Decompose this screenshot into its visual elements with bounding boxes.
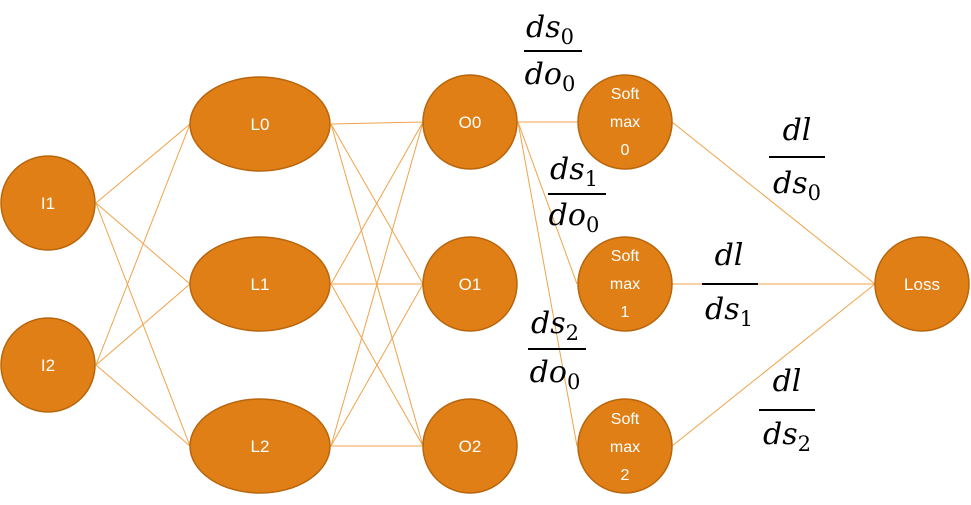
node-l2 [189, 398, 331, 494]
label-softmax1-line1: Soft [611, 248, 640, 265]
node-labels: I1 I2 L0 L1 L2 O0 O1 O2 Loss Soft max 0 … [41, 86, 940, 484]
edge-i1-l0 [95, 123, 191, 204]
derivative-labels: ds0 do0 ds1 do0 ds2 do0 dl ds0 dl ds1 [524, 10, 825, 456]
label-l0: L0 [251, 115, 270, 134]
svg-text:ds2: ds2 [531, 306, 579, 345]
label-o1: O1 [459, 275, 482, 294]
label-softmax0-line3: 0 [621, 142, 630, 159]
nodes [0, 74, 970, 494]
fraction-dl-ds1: dl ds1 [702, 238, 758, 331]
label-i1: I1 [41, 194, 55, 213]
edge-o0-s1 [517, 121, 578, 285]
node-softmax1 [577, 236, 673, 332]
svg-text:ds1: ds1 [705, 292, 753, 331]
svg-text:do0: do0 [549, 198, 600, 237]
svg-text:do0: do0 [525, 57, 576, 96]
label-o0: O0 [459, 113, 482, 132]
edge-s2-loss [671, 283, 876, 447]
svg-text:ds2: ds2 [763, 417, 811, 456]
svg-text:dl: dl [715, 238, 744, 273]
edge-i2-l0 [95, 123, 191, 366]
edge-l2-o0 [330, 121, 424, 447]
edge-s0-loss [671, 121, 876, 285]
label-softmax1-line2: max [610, 276, 640, 293]
label-softmax2-line2: max [610, 439, 640, 456]
node-l1 [189, 236, 331, 332]
label-softmax0-line1: Soft [611, 86, 640, 103]
label-softmax0-line2: max [610, 114, 640, 131]
fraction-ds2-do0: ds2 do0 [528, 306, 586, 394]
svg-text:dl: dl [783, 113, 812, 148]
svg-text:ds1: ds1 [550, 152, 598, 191]
label-o2: O2 [459, 437, 482, 456]
node-i1 [0, 155, 96, 251]
svg-text:ds0: ds0 [526, 10, 574, 49]
label-softmax2-line3: 2 [621, 467, 630, 484]
node-loss [874, 236, 970, 332]
svg-text:dl: dl [773, 364, 802, 399]
fraction-dl-ds0: dl ds0 [769, 113, 825, 205]
label-loss: Loss [904, 275, 940, 294]
fraction-ds0-do0: ds0 do0 [524, 10, 582, 96]
edge-l1-o0 [330, 121, 424, 285]
edge-i2-l2 [95, 364, 191, 447]
svg-text:ds0: ds0 [773, 166, 821, 205]
svg-text:do0: do0 [530, 355, 581, 394]
node-o1 [422, 236, 518, 332]
node-l0 [189, 76, 331, 172]
edge-l0-o0 [330, 121, 424, 125]
label-softmax2-line1: Soft [611, 411, 640, 428]
node-softmax2 [577, 398, 673, 494]
edge-o0-s2 [517, 121, 578, 447]
edge-i2-l1 [95, 283, 191, 366]
node-o0 [422, 74, 518, 170]
edge-l2-o1 [330, 283, 424, 447]
fraction-dl-ds2: dl ds2 [759, 364, 815, 456]
node-softmax0 [577, 74, 673, 170]
label-l2: L2 [251, 437, 270, 456]
node-i2 [0, 317, 96, 413]
label-l1: L1 [251, 275, 270, 294]
fraction-ds1-do0: ds1 do0 [548, 152, 606, 237]
label-softmax1-line3: 1 [621, 304, 630, 321]
label-i2: I2 [41, 356, 55, 375]
edges [95, 121, 876, 447]
node-o2 [422, 398, 518, 494]
